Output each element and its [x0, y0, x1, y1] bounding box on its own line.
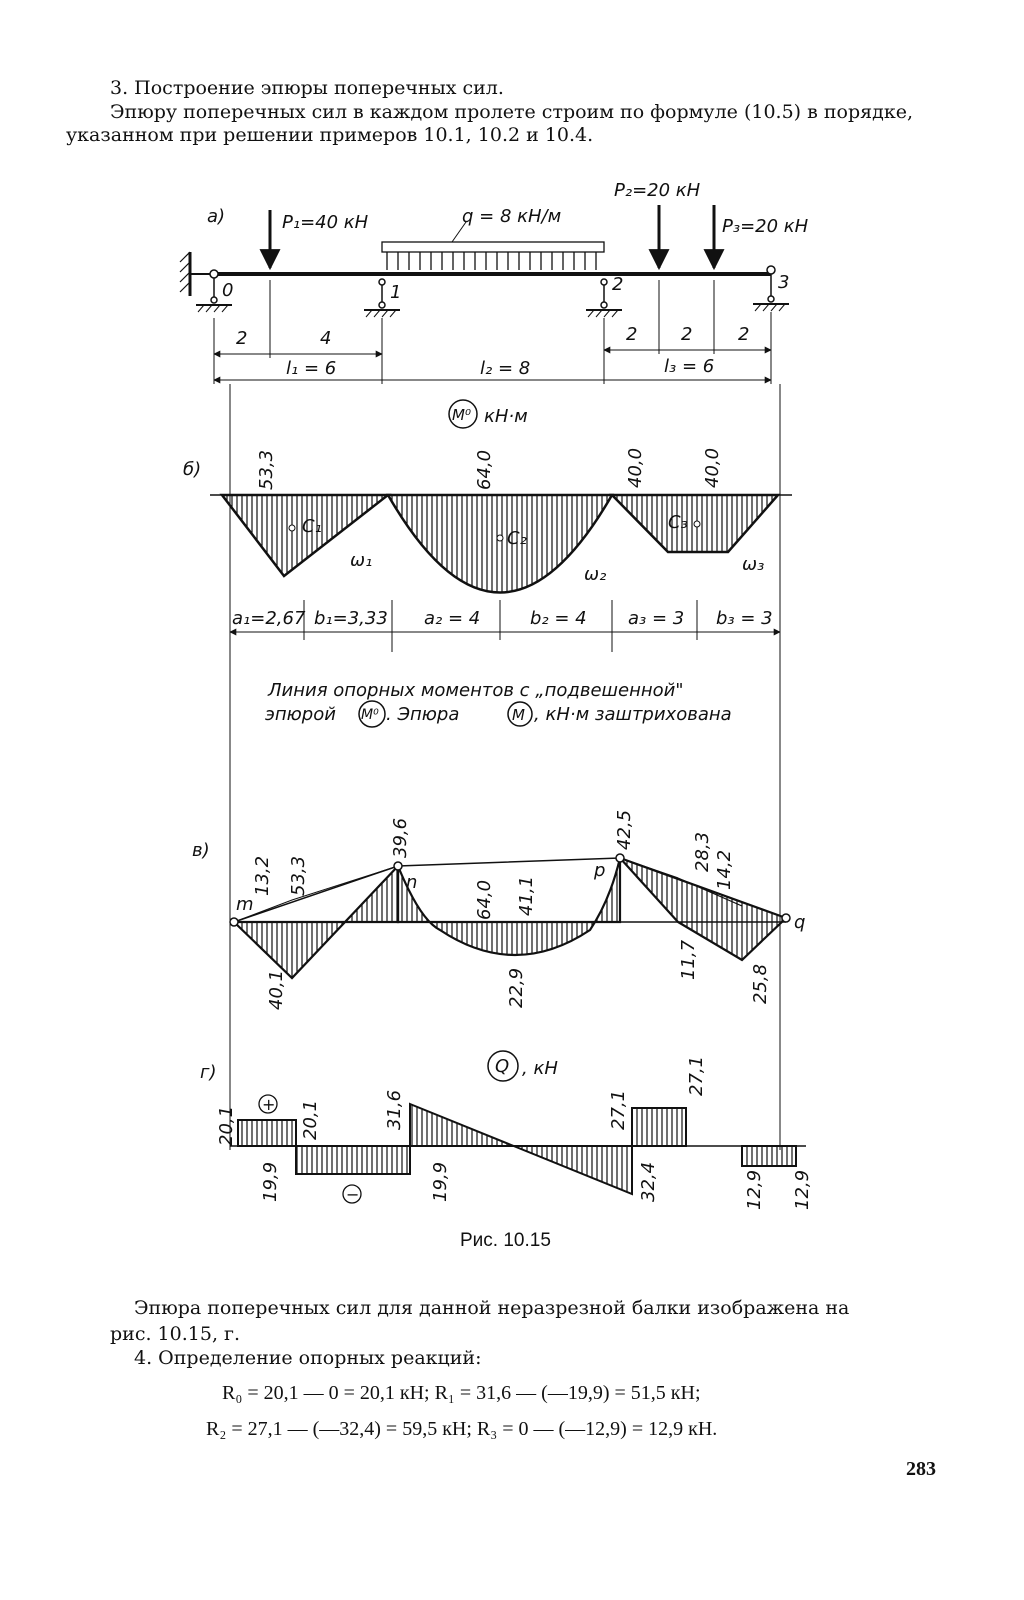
minus-sign: −	[346, 1185, 359, 1204]
area-omega2: ω₂	[584, 564, 606, 585]
support-2-icon	[586, 278, 622, 311]
page-number: 283	[906, 1458, 936, 1480]
note-m-symbol: M	[512, 706, 525, 724]
b-value-64-0: 64,0	[474, 450, 495, 490]
v-value-25-8: 25,8	[750, 964, 771, 1004]
plus-sign: +	[262, 1095, 275, 1114]
panel-b-label: б)	[183, 459, 201, 480]
v-value-40-1: 40,1	[266, 970, 287, 1010]
panel-a-beam-scheme: а)	[179, 180, 809, 384]
span-l3-label: l₃ = 6	[664, 356, 714, 377]
formula-line-1: R₀ = 20,1 — 0 = 20,1 кН; R₁ = 31,6 — (—1…	[222, 1382, 701, 1404]
g-value-20-1b: 20,1	[300, 1100, 321, 1140]
g-value-19-9b: 19,9	[430, 1162, 451, 1202]
force-p2-label: P₂=20 кН	[614, 180, 701, 201]
g-value-19-9a: 19,9	[260, 1162, 281, 1202]
area-omega3: ω₃	[742, 554, 764, 575]
dim-a3: a₃ = 3	[628, 608, 684, 629]
g-value-27-1b: 27,1	[686, 1056, 707, 1096]
paragraph-2-line-2: рис. 10.15, г.	[110, 1323, 241, 1345]
force-p1-label: P₁=40 кН	[282, 212, 369, 233]
panel-b-m0-symbol: M⁰	[452, 406, 471, 424]
section-heading-3: 3. Построение эпюры поперечных сил.	[110, 77, 504, 99]
g-value-32-4: 32,4	[638, 1162, 659, 1202]
panel-b-moment-diagram: M⁰ кН·м б) 53,3 64,0 40,0 40,0 C₁ C₂ C₃ …	[183, 399, 792, 728]
centroid-c2: C₂	[507, 528, 527, 549]
dim-label-2b: 2	[626, 324, 637, 345]
note-m0-symbol: M⁰	[361, 707, 379, 723]
panel-g-q-symbol: Q	[495, 1056, 509, 1077]
dim-b3: b₃ = 3	[716, 608, 773, 629]
v-value-13-2: 13,2	[252, 856, 273, 896]
span-l2-label: l₂ = 8	[480, 358, 530, 379]
centroid-c1: C₁	[302, 516, 322, 537]
v-value-11-7: 11,7	[678, 939, 699, 980]
v-value-53-3: 53,3	[288, 856, 309, 896]
centroid-c3: C₃	[668, 512, 688, 533]
panel-g-label: г)	[200, 1062, 216, 1083]
support-3-label: 3	[778, 272, 789, 293]
support-0-label: 0	[222, 280, 233, 301]
paragraph-1-line-2: указанном при решении примеров 10.1, 10.…	[66, 124, 594, 146]
v-value-14-2: 14,2	[714, 850, 735, 890]
point-p: p	[593, 860, 605, 881]
distributed-load-q	[381, 241, 605, 270]
force-p3-label: P₃=20 кН	[722, 216, 809, 237]
dim-b2: b₂ = 4	[530, 608, 587, 629]
support-3-icon	[753, 265, 789, 305]
v-value-42-5: 42,5	[614, 810, 635, 850]
support-1-icon	[364, 278, 400, 311]
b-note-line-2a: эпюрой	[265, 704, 336, 725]
support-2-label: 2	[612, 274, 623, 295]
b-note-line-2c: , кН·м заштрихована	[534, 704, 732, 725]
point-q: q	[794, 912, 805, 933]
figure-caption: Рис. 10.15	[460, 1230, 551, 1251]
dim-a1: a₁=2,67	[232, 608, 306, 629]
distributed-load-label: q = 8 кН/м	[462, 206, 561, 227]
dim-label-2a: 2	[236, 328, 247, 349]
support-0-icon	[196, 269, 232, 306]
v-value-41-1: 41,1	[516, 876, 537, 916]
panel-g-shear-diagram: Q , кН г) + − 20,1 20,1 31,6 27,1 27,1 1…	[200, 1050, 813, 1210]
formula-line-2: R₂ = 27,1 — (—32,4) = 59,5 кН; R₃ = 0 — …	[206, 1418, 718, 1440]
b-note-line-2b: . Эпюра	[386, 704, 459, 725]
guide-lines	[229, 384, 781, 1150]
v-value-28-3: 28,3	[692, 832, 713, 872]
paragraph-1-line-1: Эпюру поперечных сил в каждом пролете ст…	[110, 101, 913, 123]
area-omega1: ω₁	[350, 550, 372, 571]
v-value-64-0: 64,0	[474, 880, 495, 920]
panel-a-label: а)	[207, 206, 225, 227]
panel-v-moment-diagram: в) m n p q 13,2 53,3 39,6 64,0 41,1 42,5…	[192, 810, 805, 1010]
point-m: m	[236, 894, 254, 915]
dim-label-4: 4	[320, 328, 331, 349]
v-value-22-9: 22,9	[506, 968, 527, 1008]
g-value-12-9a: 12,9	[744, 1170, 765, 1210]
panel-b-unit: кН·м	[484, 406, 528, 427]
g-value-20-1a: 20,1	[216, 1106, 237, 1146]
v-value-39-6: 39,6	[390, 818, 411, 858]
panel-g-unit: , кН	[522, 1058, 558, 1079]
b-value-53-3: 53,3	[256, 450, 277, 490]
dim-b1: b₁=3,33	[314, 608, 388, 629]
dim-label-2c: 2	[681, 324, 692, 345]
paragraph-2-line-1: Эпюра поперечных сил для данной неразрез…	[134, 1297, 850, 1319]
g-value-27-1a: 27,1	[608, 1090, 629, 1130]
panel-v-label: в)	[192, 840, 210, 861]
figure-10-15: а)	[179, 180, 813, 1210]
b-value-40-0b: 40,0	[702, 448, 723, 488]
g-value-12-9b: 12,9	[792, 1170, 813, 1210]
section-heading-4: 4. Определение опорных реакций:	[134, 1347, 482, 1369]
span-l1-label: l₁ = 6	[286, 358, 336, 379]
b-note-line-1: Линия опорных моментов с „подвешенной"	[267, 680, 684, 701]
dim-label-2d: 2	[738, 324, 749, 345]
point-n: n	[406, 872, 417, 893]
support-1-label: 1	[390, 282, 401, 303]
dim-a2: a₂ = 4	[424, 608, 480, 629]
g-value-31-6: 31,6	[384, 1090, 405, 1130]
b-value-40-0a: 40,0	[625, 448, 646, 488]
